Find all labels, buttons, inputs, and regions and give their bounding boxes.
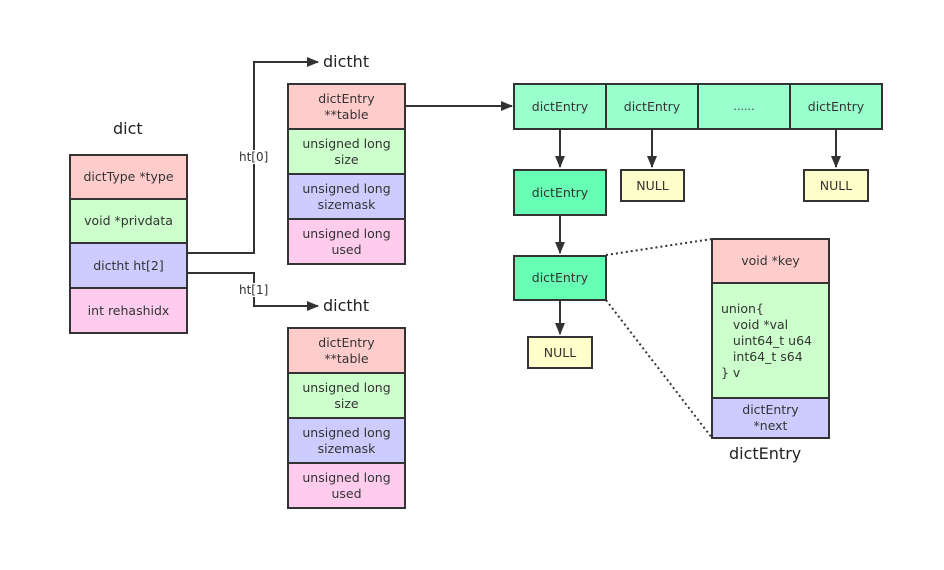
table-slot-1: dictEntry	[605, 83, 699, 130]
ht1-label: ht[1]	[238, 283, 270, 297]
dict-field-rehashidx: int rehashidx	[69, 287, 188, 334]
dictht1-title: dictht	[323, 296, 370, 315]
dict-struct: dictType *type void *privdata dictht ht[…	[69, 154, 188, 334]
dict-entry-detail-title: dictEntry	[729, 444, 802, 463]
chain-entry-1: dictEntry	[513, 169, 607, 216]
chain-entry-2: dictEntry	[513, 255, 607, 301]
dictht1-field-sizemask: unsigned long sizemask	[287, 417, 406, 464]
dictht0-field-size: unsigned long size	[287, 128, 406, 175]
table-slot-3: dictEntry	[789, 83, 883, 130]
entry-field-union: union{ void *val uint64_t u64 int64_t s6…	[711, 282, 830, 399]
hash-table-array: dictEntry dictEntry ...... dictEntry	[513, 83, 883, 130]
null-slot-1: NULL	[620, 169, 685, 202]
dictht1-field-size: unsigned long size	[287, 372, 406, 419]
dictht0-field-sizemask: unsigned long sizemask	[287, 173, 406, 220]
dictht0-field-table: dictEntry **table	[287, 83, 406, 130]
dict-field-type: dictType *type	[69, 154, 188, 200]
ht0-label: ht[0]	[238, 150, 270, 164]
zoom-line-top	[605, 238, 713, 256]
dict-field-privdata: void *privdata	[69, 198, 188, 244]
dictht1-field-used: unsigned long used	[287, 462, 406, 509]
null-entry-2: NULL	[527, 336, 593, 369]
entry-field-key: void *key	[711, 238, 830, 284]
dictht1-struct: dictEntry **table unsigned long size uns…	[287, 327, 406, 509]
dictht0-field-used: unsigned long used	[287, 218, 406, 265]
dict-title: dict	[113, 119, 143, 138]
entry-field-next: dictEntry *next	[711, 397, 830, 439]
zoom-line-bottom	[605, 299, 713, 439]
dict-entry-detail: void *key union{ void *val uint64_t u64 …	[711, 238, 830, 439]
dict-field-ht: dictht ht[2]	[69, 242, 188, 289]
dictht0-title: dictht	[323, 52, 370, 71]
table-slot-ellipsis: ......	[697, 83, 791, 130]
null-slot-3: NULL	[803, 169, 869, 202]
table-slot-0: dictEntry	[513, 83, 607, 130]
dictht0-struct: dictEntry **table unsigned long size uns…	[287, 83, 406, 265]
dictht1-field-table: dictEntry **table	[287, 327, 406, 374]
